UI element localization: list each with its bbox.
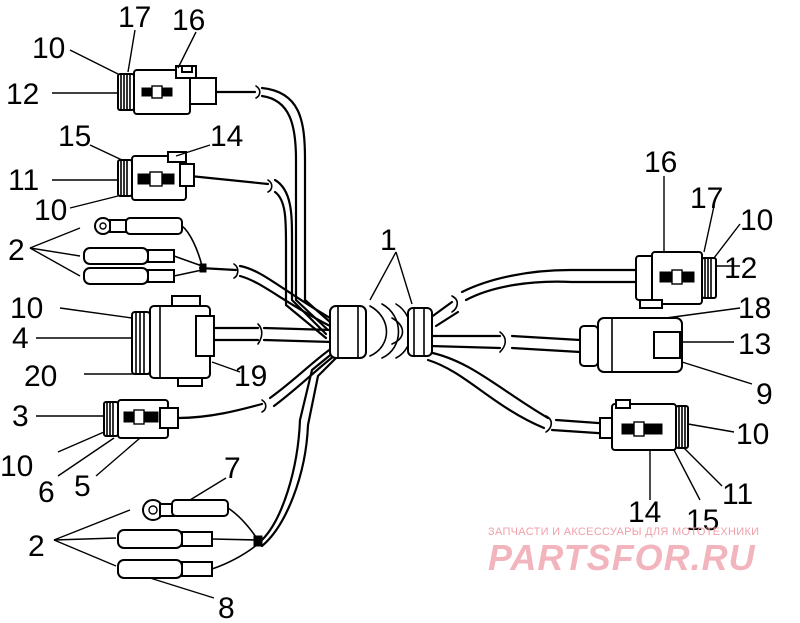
callout-13: 13: [738, 328, 771, 361]
callout-16-right: 16: [644, 146, 677, 179]
site-watermark: ЗАПЧАСТИ И АКСЕССУАРЫ ДЛЯ МОТОТЕХНИКИ PA…: [488, 526, 788, 578]
callout-10-d: 10: [0, 450, 33, 483]
leader-lines: [29, 29, 753, 599]
callout-15-left: 15: [58, 120, 91, 153]
callout-15-right: 15: [686, 504, 719, 537]
connector-large: [131, 295, 215, 387]
callout-16-top: 16: [172, 4, 205, 37]
callout-11-right: 11: [722, 478, 753, 511]
cable-break-marks: [233, 85, 553, 433]
connector-left-2: [117, 151, 195, 201]
callout-9: 9: [756, 378, 773, 411]
connector-right-top: [635, 251, 717, 309]
connector-top-left: [117, 65, 217, 115]
callout-18: 18: [738, 292, 771, 325]
callout-12-left: 12: [6, 78, 39, 111]
harness-sleeve: [329, 303, 433, 359]
connector-3: [103, 399, 179, 439]
callout-17-top: 17: [118, 1, 151, 34]
callout-2-upper: 2: [8, 234, 25, 267]
callout-19: 19: [234, 360, 267, 393]
callout-14-left: 14: [210, 120, 243, 153]
terminal-group-upper: [83, 217, 207, 285]
callout-11-left: 11: [8, 164, 39, 197]
callout-labels: 17 16 10 12 15 14 11 10 2 10 4 20 19 3 1…: [0, 1, 773, 623]
callout-10-f: 10: [736, 418, 769, 451]
callout-1: 1: [380, 224, 397, 257]
callout-5: 5: [74, 470, 91, 503]
callout-12-right: 12: [724, 252, 757, 285]
harness-wires: [176, 86, 638, 548]
callout-7: 7: [224, 452, 241, 485]
callout-8: 8: [218, 592, 235, 623]
callout-6: 6: [38, 476, 55, 509]
callout-10-c: 10: [10, 292, 43, 325]
callout-10-e: 10: [740, 204, 773, 237]
terminal-group-lower: [117, 499, 263, 579]
callout-10-a: 10: [32, 32, 65, 65]
callout-14-right: 14: [628, 496, 661, 529]
callout-17-right: 17: [690, 182, 723, 215]
watermark-logo: PARTSFOR.RU: [488, 537, 756, 578]
watermark-caption: ЗАПЧАСТИ И АКСЕССУАРЫ ДЛЯ МОТОТЕХНИКИ: [488, 526, 760, 538]
connector-right-middle: [579, 317, 683, 373]
callout-3: 3: [12, 400, 29, 433]
callout-10-b: 10: [34, 194, 67, 227]
callout-4: 4: [12, 322, 29, 355]
callout-20: 20: [24, 360, 57, 393]
connector-right-bottom: [599, 399, 689, 451]
callout-2-lower: 2: [28, 530, 45, 563]
